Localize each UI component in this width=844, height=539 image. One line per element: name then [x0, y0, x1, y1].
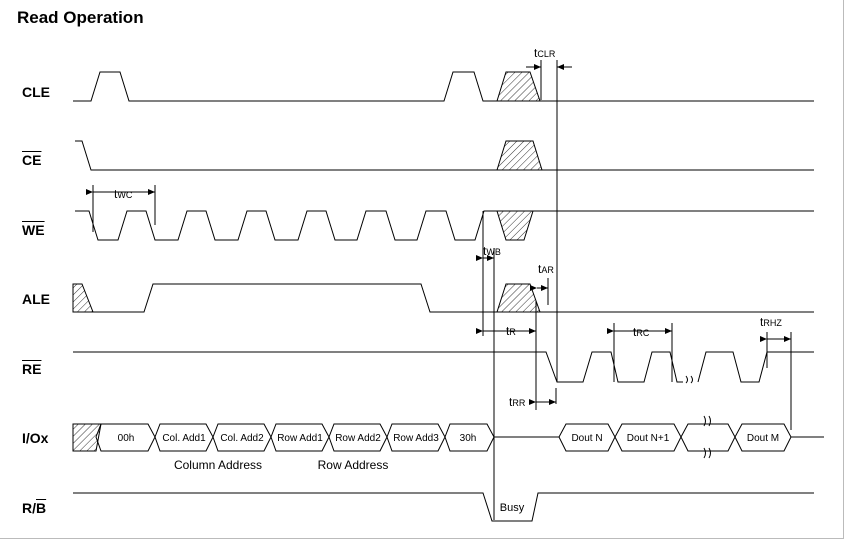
twc-label: tWC: [114, 187, 133, 201]
we-waveform: [75, 210, 814, 241]
cle-waveform: [73, 71, 814, 102]
tclr-label: tCLR: [534, 46, 556, 60]
timing-arrows: [86, 64, 791, 405]
signal-label-rb-busy: B: [36, 500, 47, 516]
signal-label-ce: CE: [22, 152, 42, 168]
data-out-label: Dout N+1: [627, 433, 670, 444]
ale-waveform: [72, 283, 814, 313]
io-cycle-label: Col. Add2: [220, 433, 264, 444]
busy-label: Busy: [500, 502, 525, 514]
signal-label-re: RE: [22, 361, 42, 377]
ce-waveform: [75, 140, 814, 171]
signal-label-ale: ALE: [22, 291, 50, 307]
row-address-label: Row Address: [318, 458, 389, 472]
signal-label-rb: R/B: [22, 500, 46, 516]
data-out-label: Dout M: [747, 433, 779, 444]
trhz-label: tRHZ: [760, 315, 782, 329]
signal-label-cle: CLE: [22, 84, 50, 100]
tr-label: tR: [506, 324, 516, 338]
io-cycle-label: Row Add1: [277, 433, 323, 444]
signal-label-rb-read: R/: [22, 500, 36, 516]
column-address-label: Column Address: [174, 458, 262, 472]
io-cycle-label: Col. Add1: [162, 433, 206, 444]
data-out-label: Dout N: [571, 433, 602, 444]
io-cycle-label: 00h: [118, 433, 135, 444]
rb-waveform: [73, 492, 814, 522]
signal-label-we: WE: [22, 222, 45, 238]
trr-label: tRR: [509, 395, 526, 409]
io-cycle-label: 30h: [460, 433, 477, 444]
signal-label-io: I/Ox: [22, 430, 49, 446]
io-waveform: [72, 415, 824, 459]
twb-label: tWB: [483, 244, 501, 258]
io-cycle-label: Row Add3: [393, 433, 439, 444]
re-waveform: [73, 351, 814, 384]
io-cycle-label: Row Add2: [335, 433, 381, 444]
tar-label: tAR: [538, 262, 554, 276]
diagram-title: Read Operation: [17, 8, 144, 27]
timing-reference-lines: [92, 60, 792, 520]
trc-label: tRC: [633, 325, 650, 339]
